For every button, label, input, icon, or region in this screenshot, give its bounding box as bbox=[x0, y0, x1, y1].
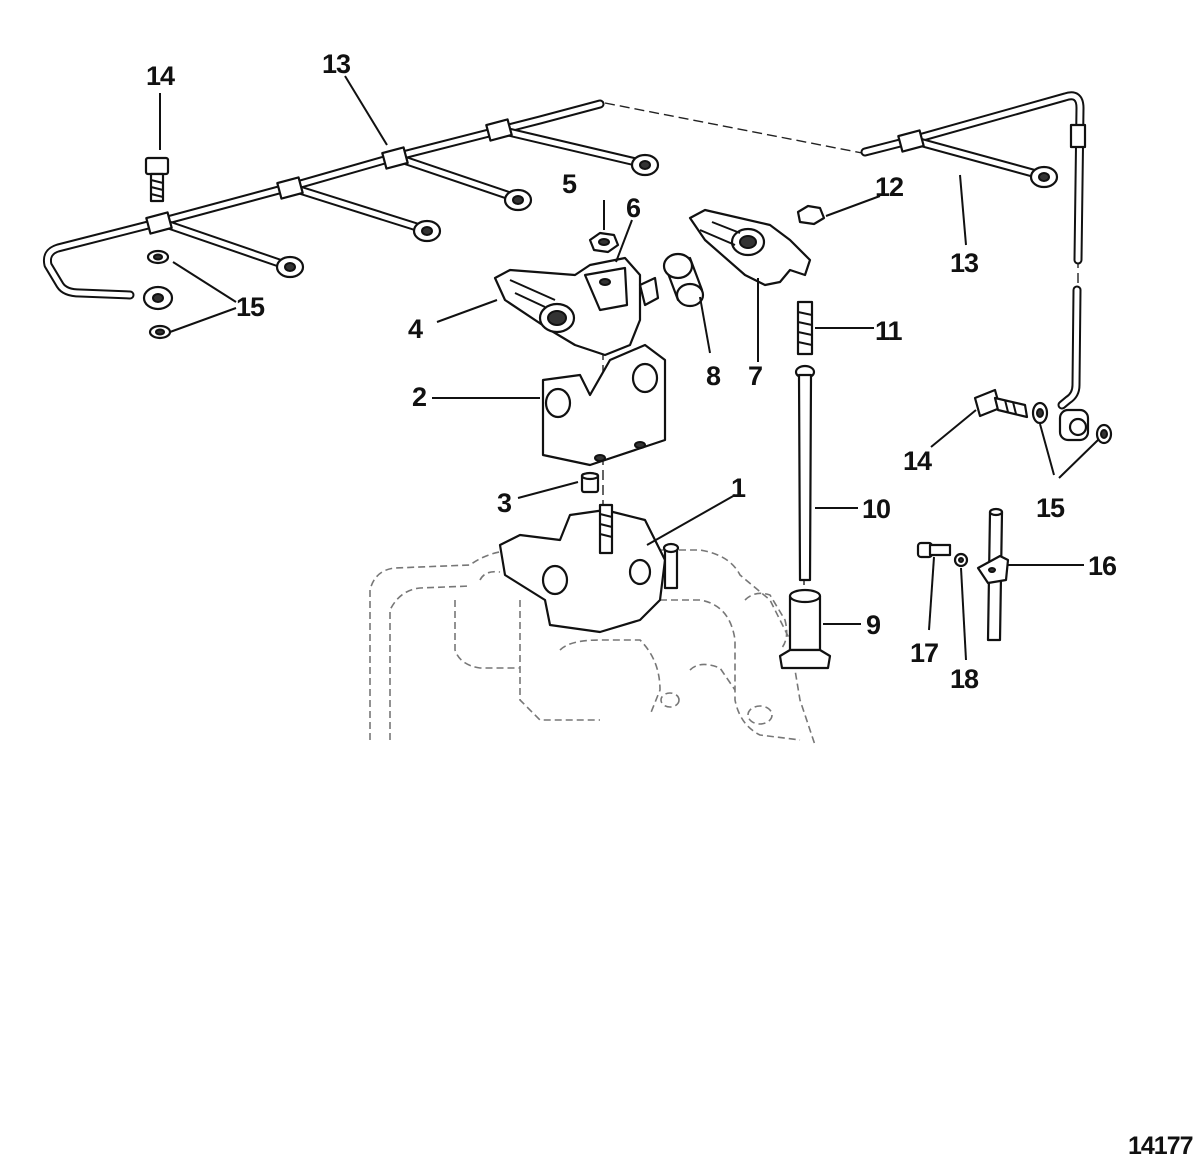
callout-5: 5 bbox=[562, 169, 577, 199]
push-rod-10 bbox=[794, 364, 816, 582]
callout-16: 16 bbox=[1088, 551, 1117, 581]
callout-17: 17 bbox=[910, 638, 938, 668]
adjusting-screw-11 bbox=[796, 300, 814, 356]
callout-labels: 14 13 15 5 6 4 2 3 1 8 7 12 11 10 9 13 1… bbox=[146, 49, 1194, 1160]
lifter-9 bbox=[778, 588, 832, 670]
callout-11: 11 bbox=[875, 316, 903, 346]
callout-6: 6 bbox=[626, 193, 641, 223]
bushing-8 bbox=[662, 252, 705, 308]
callout-9: 9 bbox=[866, 610, 881, 640]
callout-2: 2 bbox=[412, 382, 426, 412]
callout-8: 8 bbox=[706, 361, 721, 391]
callout-3: 3 bbox=[497, 488, 512, 518]
rocker-stand-2 bbox=[541, 343, 667, 467]
rocker-arm-7 bbox=[688, 208, 812, 287]
engine-block-outline bbox=[369, 549, 816, 746]
callout-14-right: 14 bbox=[903, 446, 932, 476]
callout-4: 4 bbox=[408, 314, 423, 344]
screw-17 bbox=[916, 541, 952, 559]
callout-18: 18 bbox=[950, 664, 979, 694]
pivot-6 bbox=[638, 276, 660, 307]
callout-13-left: 13 bbox=[322, 49, 351, 79]
callout-1: 1 bbox=[731, 473, 746, 503]
nut-5 bbox=[588, 231, 620, 254]
nut-12 bbox=[796, 204, 826, 226]
callout-12: 12 bbox=[875, 172, 903, 202]
callout-7: 7 bbox=[748, 361, 762, 391]
oil-line-manifold-left bbox=[43, 99, 660, 311]
rocker-assembly-1 bbox=[498, 503, 680, 634]
callout-15-left: 15 bbox=[236, 292, 265, 322]
dowel-3 bbox=[580, 471, 600, 494]
rocker-arm-4 bbox=[493, 256, 642, 357]
callout-15-right: 15 bbox=[1036, 493, 1065, 523]
callout-14-left: 14 bbox=[146, 61, 175, 91]
banjo-bolt-right bbox=[973, 388, 1029, 419]
oil-line-right bbox=[860, 91, 1090, 442]
assembly-phantom-lines bbox=[602, 102, 1079, 588]
clip-16 bbox=[976, 554, 1010, 585]
washer-18 bbox=[953, 552, 969, 568]
callout-10: 10 bbox=[862, 494, 890, 524]
figure-number: 14177 bbox=[1128, 1132, 1193, 1160]
leader-lines bbox=[159, 75, 1099, 661]
banjo-bolt-left bbox=[144, 156, 170, 203]
callout-13-right: 13 bbox=[950, 248, 979, 278]
washers-left bbox=[146, 249, 172, 340]
washers-right bbox=[1031, 401, 1113, 445]
